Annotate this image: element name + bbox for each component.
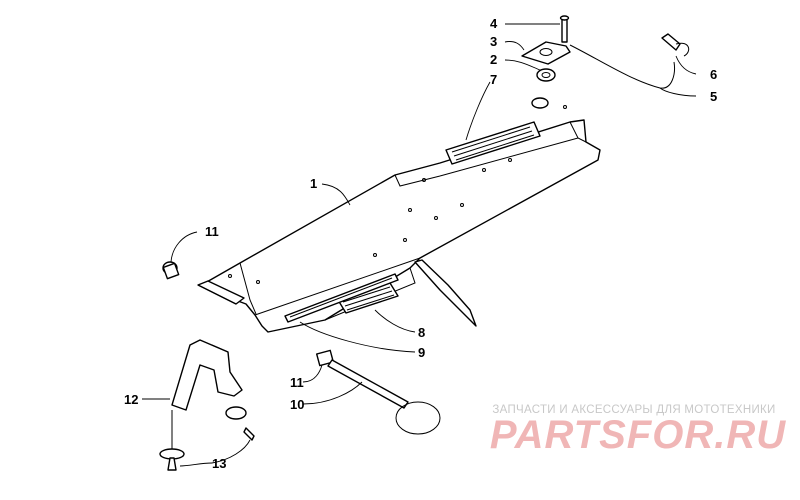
mount-hole [531, 97, 549, 109]
callout-12: 12 [124, 392, 138, 407]
grommet [536, 68, 556, 82]
hitch-tube [197, 280, 245, 305]
callout-11-lower: 11 [290, 375, 304, 390]
leader-lines [142, 23, 697, 467]
callout-5: 5 [710, 89, 717, 104]
callout-10: 10 [290, 397, 304, 412]
callout-11-upper: 11 [205, 224, 219, 239]
watermark-tagline: ЗАПЧАСТИ И АКСЕССУАРЫ ДЛЯ МОТОТЕХНИКИ [492, 404, 776, 416]
tether-cable [569, 33, 690, 89]
callout-7: 7 [490, 72, 497, 87]
hitch-pin-assembly [159, 406, 255, 471]
callout-9: 9 [418, 345, 425, 360]
bushing-lower [315, 349, 335, 367]
warning-decal-strip [284, 273, 399, 323]
callout-4: 4 [490, 16, 498, 31]
warning-decal-top [445, 121, 541, 165]
rear-bracket [414, 259, 477, 327]
callout-6: 6 [710, 67, 717, 82]
callout-labels: 1 4 3 2 7 6 5 11 8 9 11 10 12 13 [124, 16, 717, 471]
mount-plate [521, 41, 571, 65]
base-plate [204, 105, 601, 333]
callout-1: 1 [310, 176, 317, 191]
callout-2: 2 [490, 52, 497, 67]
hitch-pin [327, 359, 441, 435]
hitch-arm [171, 339, 243, 411]
callout-8: 8 [418, 325, 425, 340]
callout-13: 13 [212, 456, 226, 471]
watermark-logo: PARTSFOR.RU [489, 413, 787, 457]
callout-3: 3 [490, 34, 497, 49]
bushing-upper [162, 261, 180, 280]
screw [559, 15, 570, 43]
